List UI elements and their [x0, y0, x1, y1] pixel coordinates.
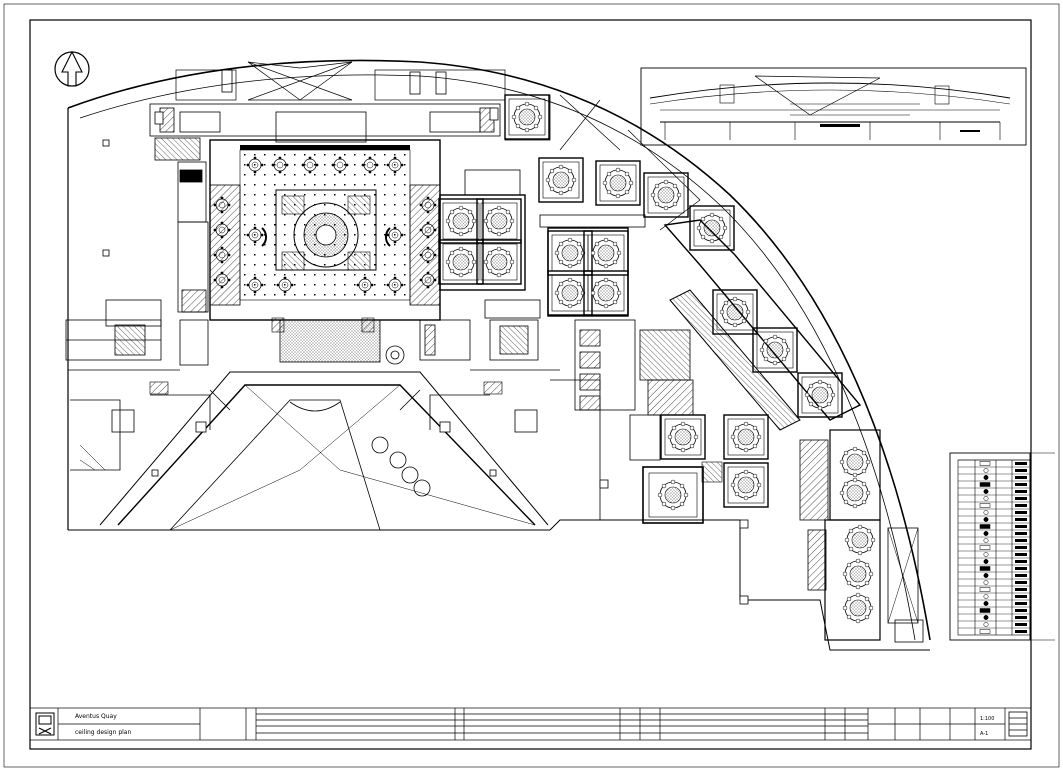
legend-mark [1015, 511, 1027, 514]
north-arrow-icon [54, 50, 90, 87]
legend-symbol [983, 531, 989, 536]
drawing-name: ceiling design plan [75, 729, 131, 736]
legend-mark [1015, 483, 1027, 486]
section-elevation-inset [640, 67, 1027, 146]
legend-mark [1015, 504, 1027, 507]
main-banquet-hall [209, 139, 441, 363]
west-service [65, 137, 209, 366]
private-rooms-north [505, 95, 734, 250]
legend-mark [1015, 602, 1027, 605]
legend-mark [1015, 462, 1027, 465]
legend-symbol [979, 482, 991, 487]
legend-symbol [979, 566, 991, 571]
legend-symbol [979, 587, 991, 592]
legend-symbol [983, 559, 989, 564]
legend-symbol [979, 503, 991, 508]
legend-mark [1015, 497, 1027, 500]
diagonal-private-rooms [663, 219, 924, 643]
legend-symbol [979, 545, 991, 550]
drawing-scale: 1:100 [980, 716, 994, 722]
drawing-number: A-1 [980, 731, 988, 737]
project-name: Aventus Quay [75, 713, 117, 720]
legend-mark [1015, 609, 1027, 612]
legend-mark [1015, 546, 1027, 549]
legend-symbol [983, 496, 989, 501]
legend-symbol [983, 580, 989, 585]
legend-mark [1015, 616, 1027, 619]
legend-symbol [983, 615, 989, 620]
title-block [29, 707, 1032, 741]
legend-mark [1015, 588, 1027, 591]
legend-mark [1015, 581, 1027, 584]
legend-symbol [983, 517, 989, 522]
legend-symbol [979, 461, 991, 466]
legend-mark [1015, 518, 1027, 521]
legend-symbol [979, 608, 991, 613]
legend-rows [958, 459, 1030, 634]
legend-symbol [983, 622, 989, 627]
private-rooms-b [539, 214, 646, 317]
legend-mark [1015, 574, 1027, 577]
entrance-lobby [68, 369, 601, 531]
company-logo-icon [35, 712, 55, 736]
legend-symbol [983, 475, 989, 480]
revision-logo-icon [1008, 711, 1028, 737]
legend-mark [1015, 567, 1027, 570]
top-glazing [175, 61, 701, 231]
legend-mark [1015, 630, 1027, 633]
legend-mark [1015, 525, 1027, 528]
legend-symbol [983, 552, 989, 557]
legend-symbol [979, 629, 991, 634]
legend-symbol [983, 573, 989, 578]
legend-symbol [983, 510, 989, 515]
legend-symbol [983, 538, 989, 543]
legend-mark [1015, 476, 1027, 479]
legend-symbol [983, 468, 989, 473]
legend-symbol [979, 524, 991, 529]
central-ceiling-feature [261, 189, 391, 271]
legend-mark [1015, 490, 1027, 493]
legend-symbol [983, 601, 989, 606]
private-rooms-middle [642, 415, 768, 524]
kitchen-block [385, 299, 694, 461]
legend-mark [1015, 623, 1027, 626]
legend-mark [1015, 532, 1027, 535]
legend-mark [1015, 553, 1027, 556]
legend-symbol [983, 594, 989, 599]
north-offices [149, 69, 501, 143]
legend-mark [1015, 560, 1027, 563]
legend-symbol [983, 489, 989, 494]
columns [102, 107, 749, 605]
legend-mark [1015, 539, 1027, 542]
legend-mark [1015, 595, 1027, 598]
legend-mark [1015, 469, 1027, 472]
private-rooms-a [439, 169, 526, 291]
